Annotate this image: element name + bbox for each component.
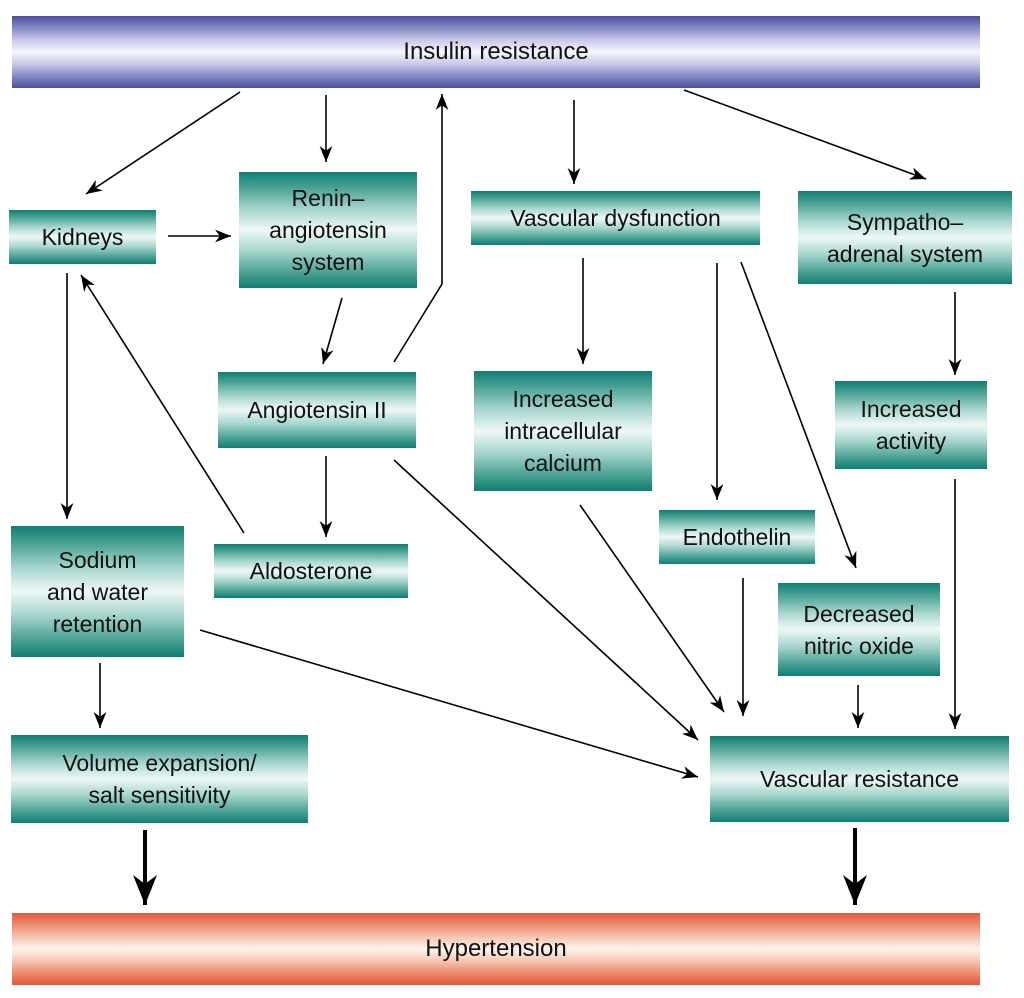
- arrow-insulin-to-kidneys: [85, 91, 241, 195]
- volume-expansion-label: Volume expansion/ salt sensitivity: [62, 750, 257, 808]
- renin-angiotensin-label: Renin– angiotensin system: [269, 185, 387, 275]
- angiotensin-ii-label: Angiotensin II: [247, 397, 387, 423]
- sodium-water-retention-label: Sodium and water retention: [46, 546, 148, 637]
- intracellular-calcium-label: Increased intracellular calcium: [504, 386, 622, 476]
- kidneys-box: Kidneys: [9, 210, 156, 264]
- increased-activity-label: Increased activity: [860, 396, 962, 454]
- arrow-insulin-to-sympatho: [683, 89, 927, 180]
- arrow-renin-to-angiotensin: [321, 297, 343, 365]
- arrow-vascular-dysfunction-to-nitric-oxide: [740, 261, 857, 569]
- decreased-nitric-oxide-label: Decreased nitric oxide: [803, 600, 915, 659]
- volume-expansion-box: Volume expansion/ salt sensitivity: [11, 735, 308, 823]
- increased-activity-box: Increased activity: [835, 381, 987, 469]
- sodium-water-retention-box: Sodium and water retention: [11, 526, 184, 657]
- endothelin-label: Endothelin: [682, 524, 792, 550]
- decreased-nitric-oxide-box: Decreased nitric oxide: [778, 583, 940, 676]
- vascular-resistance-label: Vascular resistance: [760, 766, 959, 792]
- sympatho-adrenal-label: Sympatho– adrenal system: [827, 208, 983, 267]
- arrow-angiotensin-to-insulin: [393, 283, 443, 363]
- vascular-dysfunction-box: Vascular dysfunction: [471, 191, 760, 245]
- hypertension-band: Hypertension: [12, 913, 980, 985]
- arrow-calcium-to-vascular-resistance: [579, 504, 725, 713]
- hypertension-label: Hypertension: [425, 935, 567, 962]
- arrow-angiotensin-to-vascular-resistance: [393, 459, 699, 741]
- arrow-aldosterone-to-kidneys: [80, 274, 245, 534]
- insulin-resistance-label: Insulin resistance: [403, 38, 589, 65]
- vascular-dysfunction-label: Vascular dysfunction: [510, 205, 721, 231]
- kidneys-label: Kidneys: [41, 224, 124, 250]
- aldosterone-box: Aldosterone: [214, 544, 408, 598]
- insulin-resistance-band: Insulin resistance: [12, 16, 980, 88]
- arrow-sodium-to-vascular-resistance: [199, 629, 699, 779]
- sympatho-adrenal-box: Sympatho– adrenal system: [798, 191, 1012, 284]
- vascular-resistance-box: Vascular resistance: [710, 736, 1009, 822]
- intracellular-calcium-box: Increased intracellular calcium: [474, 371, 652, 491]
- renin-angiotensin-box: Renin– angiotensin system: [239, 172, 417, 288]
- endothelin-box: Endothelin: [659, 510, 815, 564]
- aldosterone-label: Aldosterone: [249, 558, 373, 584]
- angiotensin-ii-box: Angiotensin II: [218, 372, 416, 448]
